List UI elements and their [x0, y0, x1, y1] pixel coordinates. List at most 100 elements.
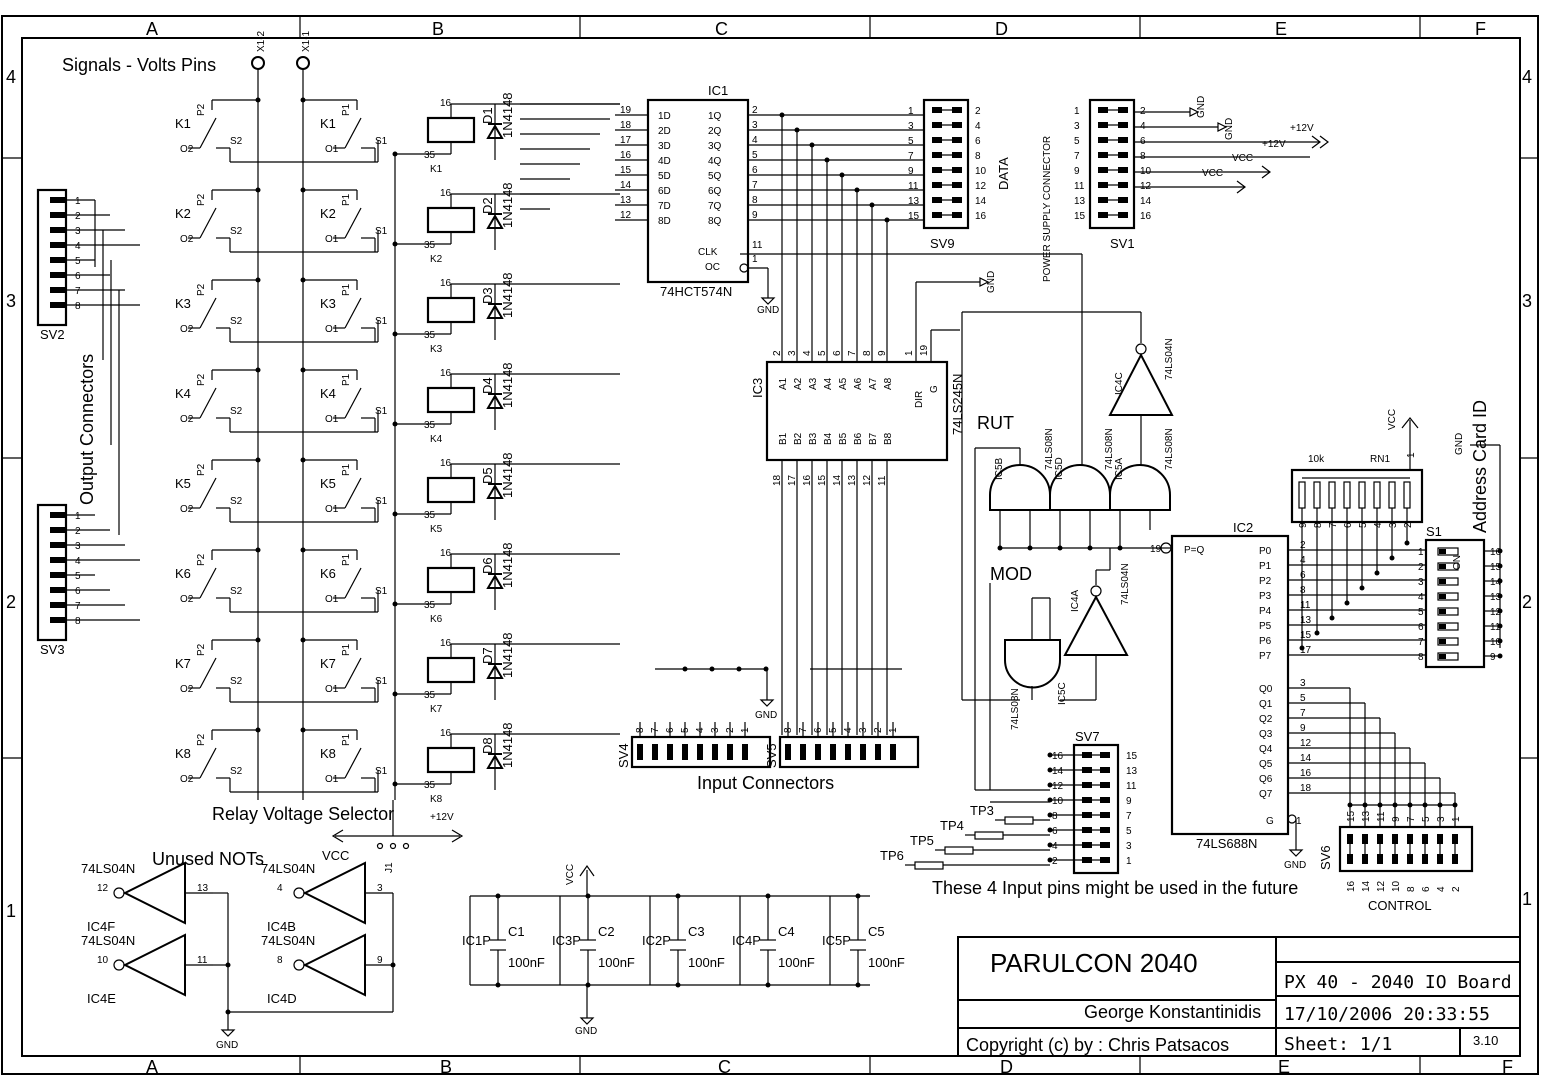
sv9-pin — [932, 107, 942, 113]
ic2-pin-number: 17 — [1300, 645, 1312, 656]
ic5d-label: IC5D — [1054, 457, 1065, 480]
x1-1-label: X1-1 — [301, 30, 312, 52]
sv3-pin — [50, 557, 66, 563]
ic2-pin-number: 8 — [1300, 585, 1306, 596]
ic2-pin-name: P0 — [1259, 546, 1272, 557]
not-pin-number: 13 — [197, 883, 209, 894]
relay-contact-ref: K2 — [320, 206, 336, 221]
ic1-pin-name: 4D — [658, 156, 671, 167]
sv6-pin — [1407, 834, 1413, 844]
ic3-pin-name: B8 — [883, 432, 894, 445]
ic3-pin-name: B4 — [823, 432, 834, 445]
ic2-pin-number: 5 — [1300, 693, 1306, 704]
plus12v-label-1: +12V — [1290, 123, 1314, 134]
coil-pin: 35 — [424, 780, 436, 791]
sv1-pin — [1118, 122, 1128, 128]
sv6-pin-number: 6 — [1421, 886, 1432, 892]
sv5-pin — [815, 744, 821, 760]
signals-volts-pins-label: Signals - Volts Pins — [62, 55, 216, 75]
sv2-pin-number: 1 — [75, 196, 81, 207]
sv1-pin-number: 9 — [1074, 166, 1080, 177]
sv9-pin-number: 14 — [975, 196, 987, 207]
relay-pin-label: P1 — [341, 373, 352, 386]
s1-pin-number: 3 — [1418, 577, 1424, 588]
not-pin-number: 9 — [377, 955, 383, 966]
junction-dot — [255, 727, 261, 733]
ic1-pin-number: 19 — [620, 105, 632, 116]
sv7-pin-number: 2 — [1052, 856, 1058, 867]
sv1-label: SV1 — [1110, 236, 1135, 251]
sv1-pin — [1098, 197, 1108, 203]
ic2-pin-number: 9 — [1300, 723, 1306, 734]
relay-coil — [426, 566, 476, 594]
ic1-pin-number: 15 — [620, 165, 632, 176]
ic3-pin-number: 18 — [772, 474, 783, 486]
relay-pin-label: O2 — [180, 144, 194, 155]
rn1-pin-number: 6 — [1343, 522, 1354, 528]
junction-dot — [855, 982, 861, 988]
ic2-pin-name: Q7 — [1259, 789, 1273, 800]
author-name: George Konstantinidis — [1084, 1002, 1261, 1022]
junction-dot — [1047, 797, 1053, 803]
sv9-pin-number: 6 — [975, 136, 981, 147]
sv6-pin-number: 13 — [1361, 810, 1372, 822]
ic3-pin-number: 1 — [904, 350, 915, 356]
ic1-pin-name: 3Q — [708, 141, 722, 152]
diode-symbol — [486, 753, 504, 769]
s1-switch — [1437, 637, 1459, 646]
cap-ref: C1 — [508, 924, 525, 939]
cap-ic-ref: IC1P — [462, 933, 491, 948]
relay-pin-label: P2 — [196, 463, 207, 476]
diode-ref: D4 — [480, 377, 495, 394]
relay-contact-ref: K7 — [175, 656, 191, 671]
relay-pin-label: P2 — [196, 103, 207, 116]
sv9-pin-number: 9 — [908, 166, 914, 177]
relay-contacts-group: K1P2O2S2K1P1O1S1K2P2O2S2K2P1O1S1K3P2O2S2… — [175, 97, 388, 793]
coil-pin: 16 — [440, 188, 452, 199]
cap-value: 100nF — [778, 955, 815, 970]
mod-label: MOD — [990, 564, 1032, 584]
sv3-pin — [50, 542, 66, 548]
diode-ref: D3 — [480, 287, 495, 304]
gnd-symbol — [759, 699, 775, 707]
junction-dot — [1047, 767, 1053, 773]
sv9-pin-number: 11 — [908, 181, 919, 192]
relay-pin-label: O2 — [180, 234, 194, 245]
unused-nots-label: Unused NOTs — [152, 849, 264, 869]
sv5-pin — [785, 744, 791, 760]
sv7-pin — [1082, 812, 1092, 818]
sv4-pin — [712, 744, 718, 760]
coil-pin: 35 — [424, 690, 436, 701]
sv3-label: SV3 — [40, 642, 65, 657]
junction-dot — [682, 666, 688, 672]
junction-dot — [1497, 548, 1503, 554]
junction-dot — [585, 893, 591, 899]
sv4-pin — [742, 744, 748, 760]
sv3-pin — [50, 572, 66, 578]
inverter-ic4c: IC4C 74LS04N — [1108, 338, 1175, 416]
gnd-label-ic2: GND — [1284, 860, 1306, 871]
sv6-pin — [1362, 854, 1368, 864]
not-pin-number: 4 — [277, 883, 283, 894]
coil-pin: 16 — [440, 458, 452, 469]
ic3-pin-number: 13 — [847, 474, 858, 486]
junction-dot — [1497, 638, 1503, 644]
relay-pin-label: S2 — [230, 316, 243, 327]
ic5b-label: IC5B — [994, 457, 1005, 480]
vcc-label-2: VCC — [1202, 168, 1223, 179]
rn1-pin-number: 8 — [1313, 522, 1324, 528]
sv6-pin — [1437, 834, 1443, 844]
s1-pin-number: 14 — [1490, 577, 1502, 588]
ic1-pin-name: 3D — [658, 141, 671, 152]
ic3-pin-name: B7 — [868, 432, 879, 445]
diode-ref: D2 — [480, 197, 495, 214]
power-symbols-sv1: GND GND +12V +12V VCC VCC — [1134, 96, 1329, 194]
relay-contact-ref: K6 — [175, 566, 191, 581]
relay-pin-label: P2 — [196, 193, 207, 206]
ic4c-label: IC4C — [1114, 372, 1125, 395]
s1-pin-number: 15 — [1490, 562, 1502, 573]
sv7-pin — [1082, 827, 1092, 833]
